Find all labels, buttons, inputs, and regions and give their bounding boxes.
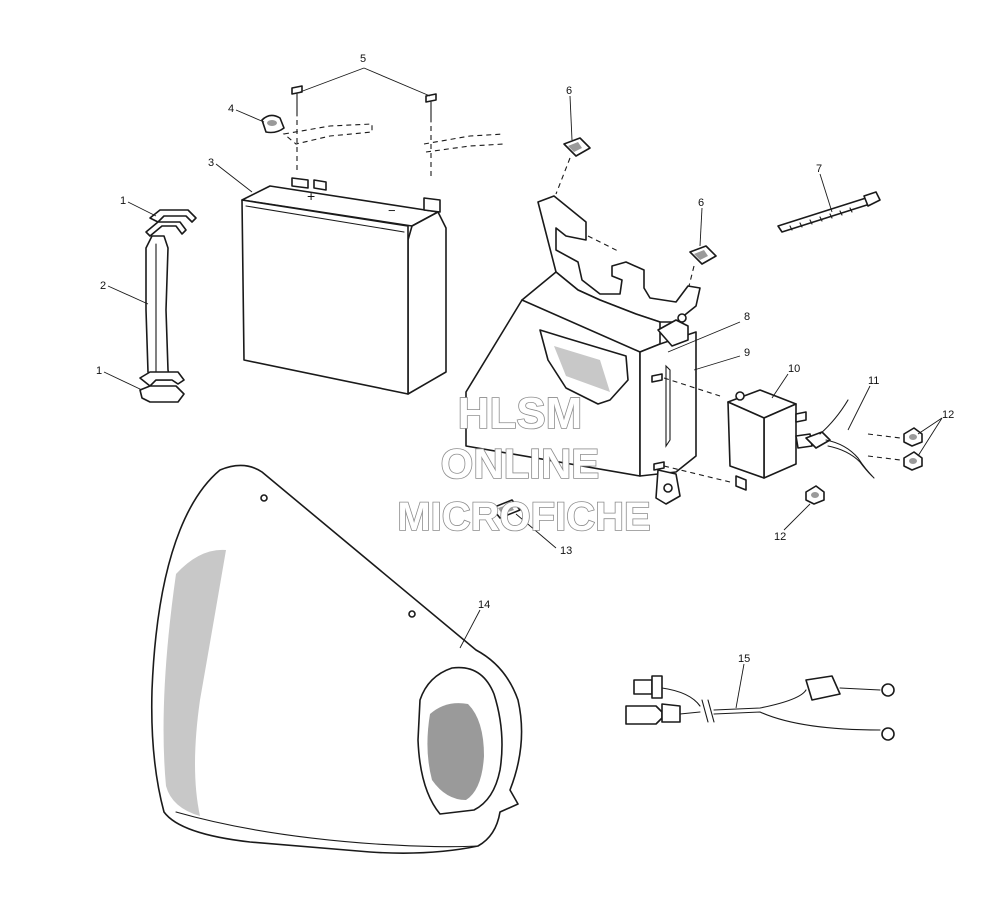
callout-10: 10 xyxy=(788,363,800,375)
callout-14: 14 xyxy=(478,599,490,611)
callout-12-right: 12 xyxy=(942,409,954,421)
callout-3: 3 xyxy=(208,157,214,169)
nuts xyxy=(805,427,923,505)
battery-cover xyxy=(150,464,523,854)
callout-2: 2 xyxy=(100,280,106,292)
leader-lines xyxy=(103,67,943,709)
negative-terminal-mark: − xyxy=(388,203,396,218)
callout-12-bottom: 12 xyxy=(774,531,786,543)
callout-8: 8 xyxy=(744,311,750,323)
callout-6-right: 6 xyxy=(698,197,704,209)
watermark: HLSM ONLINE MICROFICHE xyxy=(397,388,652,540)
battery-box xyxy=(465,195,731,505)
watermark-line-2: ONLINE xyxy=(441,440,600,487)
callout-labels: 1 2 1 3 4 5 6 6 7 8 9 10 11 12 12 13 14 … xyxy=(96,53,954,665)
callout-4: 4 xyxy=(228,103,234,115)
callout-13: 13 xyxy=(560,545,572,557)
callout-1-top: 1 xyxy=(120,195,126,207)
callout-5: 5 xyxy=(360,53,366,65)
callout-1-bottom: 1 xyxy=(96,365,102,377)
battery-strap xyxy=(139,209,197,403)
battery-bolts-and-cables xyxy=(282,85,505,180)
wire-lead xyxy=(805,399,875,479)
callout-11: 11 xyxy=(868,375,879,387)
positive-terminal-mark: + xyxy=(307,188,315,204)
regulator-module xyxy=(727,389,813,491)
terminal-cap xyxy=(261,114,285,134)
callout-7: 7 xyxy=(816,163,822,175)
cable-tie xyxy=(777,191,881,233)
retaining-clip xyxy=(491,499,521,519)
clip-nut-right xyxy=(687,245,717,291)
callout-15: 15 xyxy=(738,653,750,665)
callout-6-top: 6 xyxy=(566,85,572,97)
watermark-line-3: MICROFICHE xyxy=(397,495,650,539)
clip-nut-top xyxy=(555,137,591,195)
wiring-harness xyxy=(625,675,895,741)
watermark-line-1: HLSM xyxy=(458,389,583,438)
battery: + − xyxy=(241,177,447,395)
callout-9: 9 xyxy=(744,347,750,359)
